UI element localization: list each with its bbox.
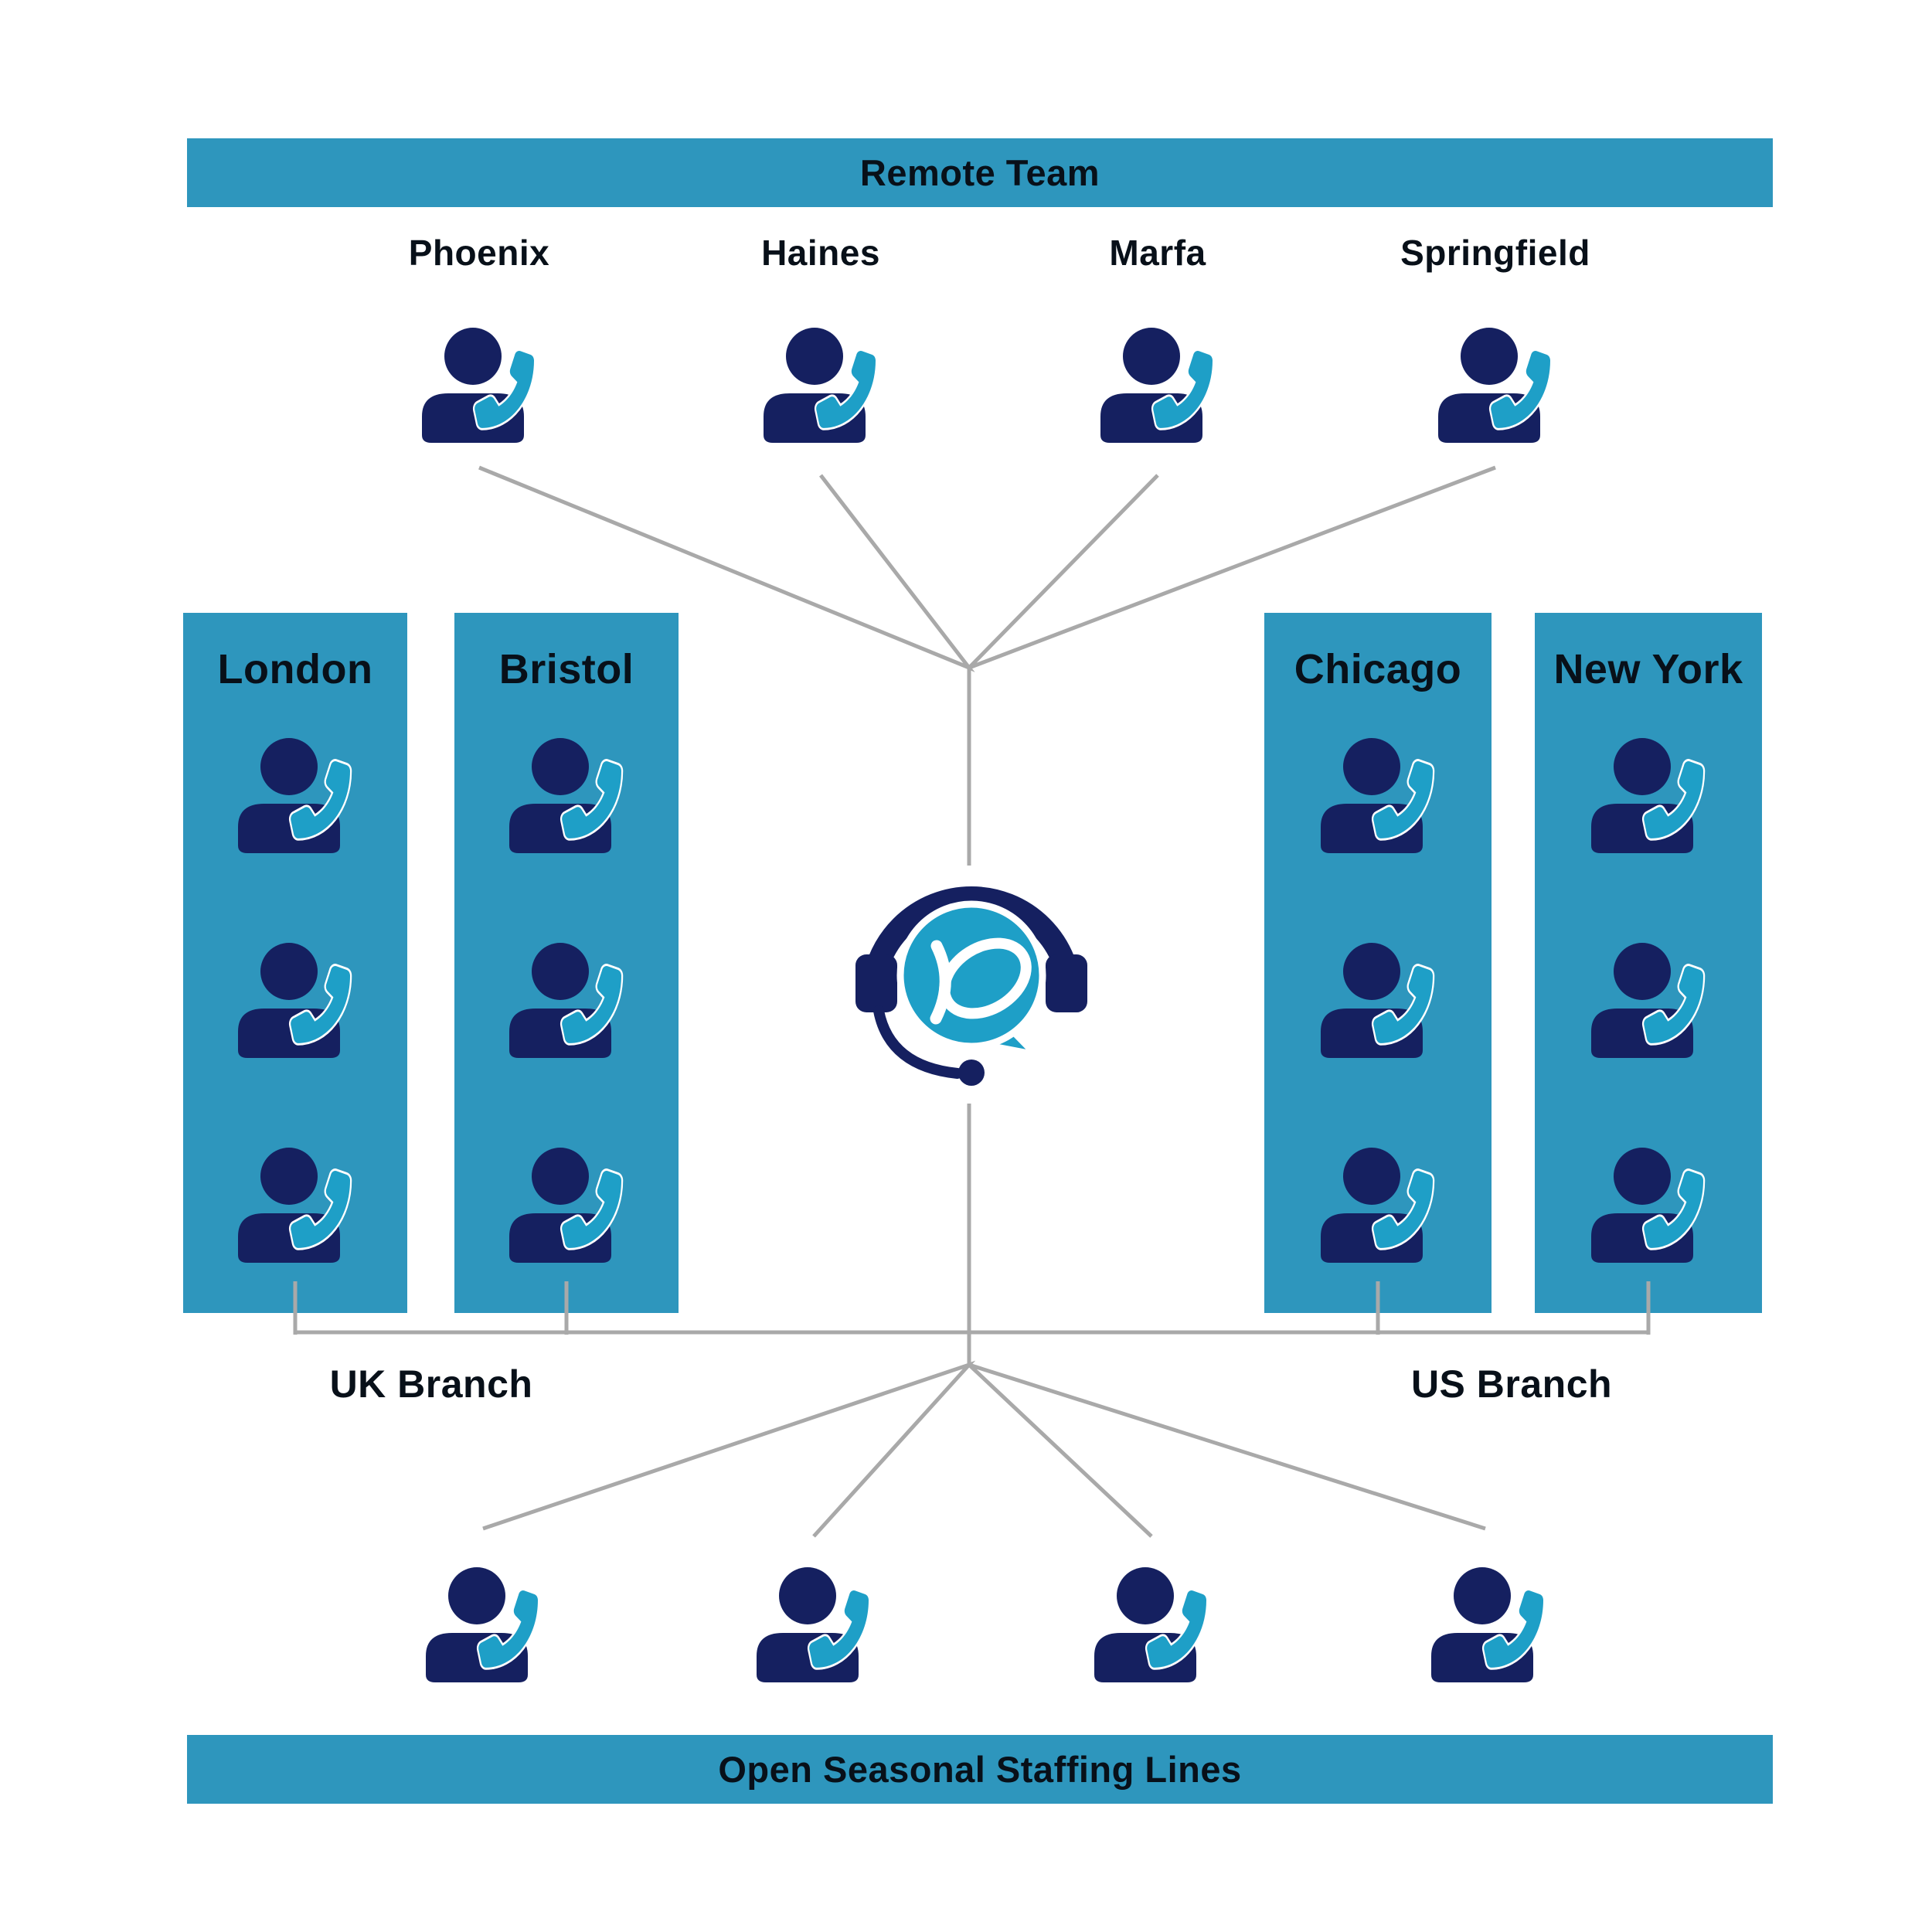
remote-location-label-haines: Haines <box>761 233 880 273</box>
seasonal-agent-icon <box>1430 1566 1547 1682</box>
office-column-new-york: New York <box>1535 613 1762 1313</box>
office-column-bristol: Bristol <box>454 613 679 1313</box>
remote-location-label-marfa: Marfa <box>1109 233 1206 273</box>
headset-icon <box>855 886 1087 1086</box>
headset-chat-bubble-logo <box>855 886 1087 1086</box>
office-label-new-york: New York <box>1553 646 1743 692</box>
remote-team-banner-label: Remote Team <box>859 152 1100 193</box>
seasonal-agent-icon <box>1093 1566 1210 1682</box>
office-label-bristol: Bristol <box>498 646 634 692</box>
office-column-london: London <box>183 613 407 1313</box>
chat-bubble <box>896 900 1046 1057</box>
us-branch-label: US Branch <box>1410 1362 1613 1406</box>
remote-agent-icon-springfield <box>1437 327 1554 443</box>
seasonal-agent-icon <box>755 1566 872 1682</box>
remote-location-label-phoenix: Phoenix <box>408 233 550 273</box>
office-label-chicago: Chicago <box>1294 646 1462 692</box>
remote-location-label-springfield: Springfield <box>1400 233 1590 273</box>
remote-agent-icon-marfa <box>1099 327 1216 443</box>
seasonal-agent-icon <box>424 1566 542 1682</box>
seasonal-lines-banner-label: Open Seasonal Staffing Lines <box>718 1749 1242 1790</box>
remote-agent-icon-haines <box>762 327 879 443</box>
office-label-london: London <box>217 646 373 692</box>
uk-branch-label: UK Branch <box>329 1362 533 1406</box>
remote-agent-icon-phoenix <box>420 327 538 443</box>
remote-team-banner: Remote Team <box>187 138 1773 207</box>
office-column-chicago: Chicago <box>1264 613 1492 1313</box>
seasonal-lines-banner: Open Seasonal Staffing Lines <box>187 1735 1773 1804</box>
